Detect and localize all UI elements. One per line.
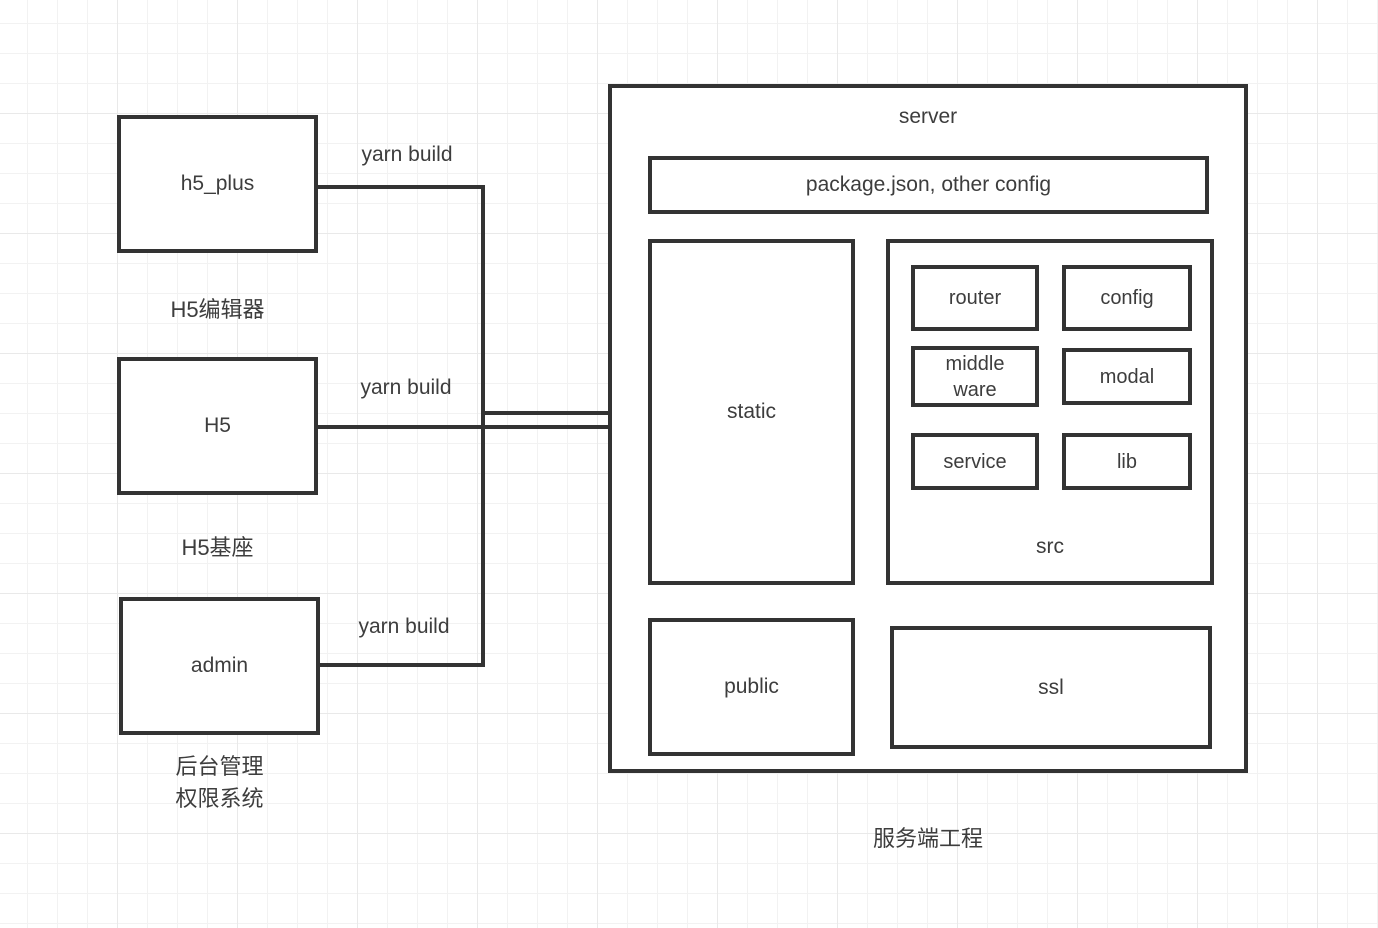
node-middleware-label: middle ware [945, 352, 1005, 401]
node-lib-label: lib [1116, 450, 1137, 473]
node-h5-plus-label: h5_plus [180, 172, 255, 196]
node-service-label: service [943, 450, 1007, 473]
server-title: server [898, 105, 958, 128]
node-h5-plus: h5_plus [117, 115, 318, 253]
node-package-config-label: package.json, other config [805, 173, 1052, 197]
src-container: router config middle ware modal service … [886, 239, 1214, 585]
node-router-label: router [948, 287, 1002, 309]
node-config-label: config [1100, 287, 1154, 309]
node-ssl-label: ssl [1038, 675, 1064, 699]
caption-h5-editor: H5编辑器 [170, 297, 265, 322]
node-service: service [911, 433, 1039, 490]
node-package-config: package.json, other config [648, 156, 1209, 214]
node-modal-label: modal [1099, 365, 1155, 388]
node-middleware: middle ware [911, 346, 1039, 407]
server-container: server package.json, other config static… [608, 84, 1248, 773]
node-h5-label: H5 [204, 414, 231, 438]
node-admin-label: admin [190, 654, 249, 678]
edge-label-h5-build: yarn build [360, 376, 452, 399]
src-label: src [1036, 535, 1064, 558]
node-modal: modal [1062, 348, 1192, 405]
connector-h5-to-static [318, 425, 627, 429]
caption-admin-system: 后台管理 权限系统 [175, 754, 264, 811]
node-router: router [911, 265, 1039, 331]
caption-h5-base: H5基座 [181, 535, 254, 560]
connector-trunk-to-static [483, 411, 627, 415]
node-h5: H5 [117, 357, 318, 495]
caption-server-project: 服务端工程 [872, 826, 983, 851]
connector-h5-plus-horizontal [318, 185, 485, 189]
node-public-label: public [724, 675, 779, 699]
connector-admin-horizontal [320, 663, 485, 667]
node-static-label: static [726, 400, 776, 424]
node-admin: admin [119, 597, 320, 735]
node-static: static [648, 239, 855, 585]
edge-label-admin-build: yarn build [358, 615, 450, 638]
node-ssl: ssl [890, 626, 1212, 749]
node-lib: lib [1062, 433, 1192, 490]
node-config: config [1062, 265, 1192, 331]
node-public: public [648, 618, 855, 756]
edge-label-h5-plus-build: yarn build [361, 143, 453, 166]
